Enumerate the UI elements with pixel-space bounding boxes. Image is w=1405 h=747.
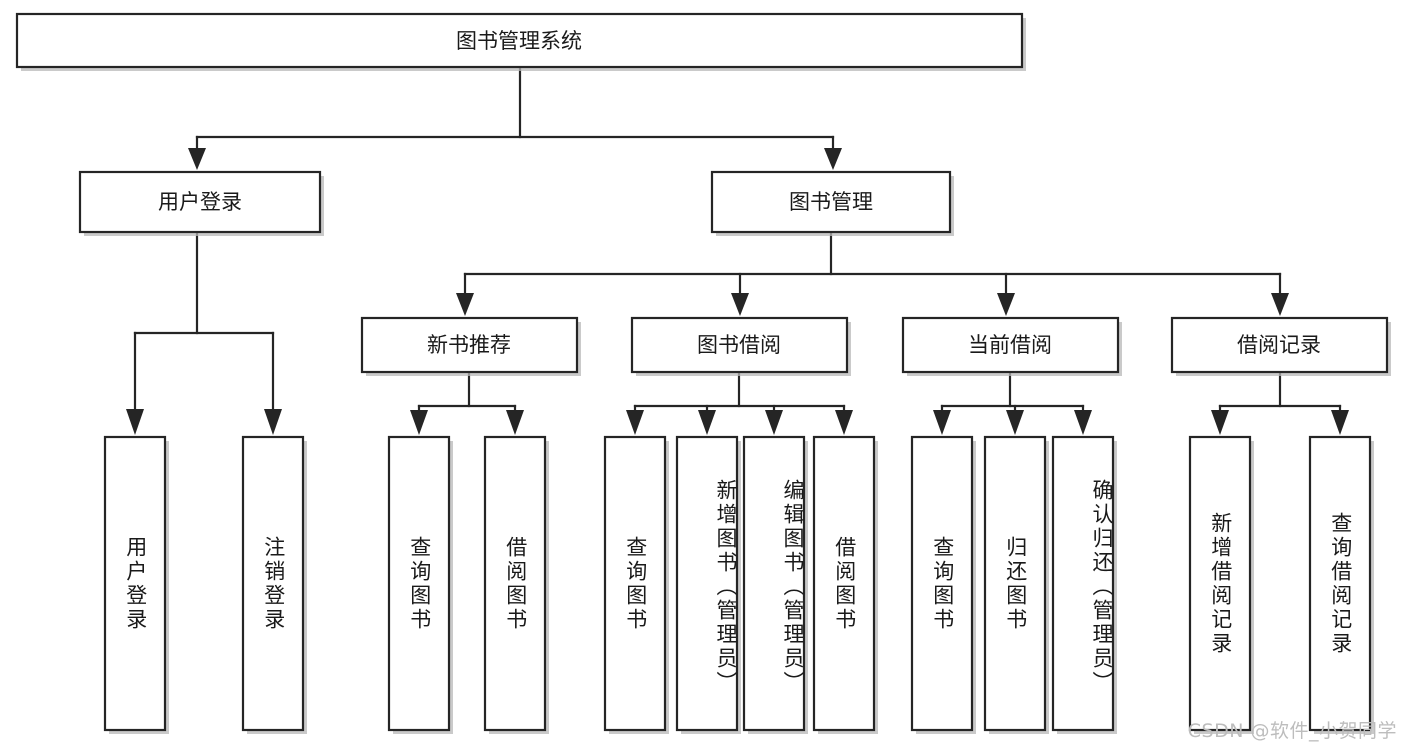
leaf-return-book-box[interactable] [983, 435, 1047, 732]
node-book-manage[interactable]: 图书管理 [710, 170, 954, 236]
arrow-to-edit-book [765, 410, 783, 435]
node-root-box [15, 12, 1024, 69]
connector-group [126, 65, 1349, 435]
arrow-to-query-book-1 [410, 410, 428, 435]
leaf-query-book-1-box[interactable] [387, 435, 451, 732]
leaf-add-record-box[interactable] [1188, 435, 1252, 732]
node-book-manage-box [710, 170, 952, 234]
arrow-to-current-borrow [997, 293, 1015, 316]
leaf-logout-box[interactable] [241, 435, 305, 732]
arrow-to-new-book-rec [456, 293, 474, 316]
node-current-borrow-box [901, 316, 1120, 374]
arrow-to-book-manage [824, 148, 842, 170]
node-user-login-label: 用户登录 [158, 190, 242, 214]
node-book-borrow-label: 图书借阅 [697, 333, 781, 357]
arrow-to-confirm-return [1074, 410, 1092, 435]
leaf-edit-book-box[interactable] [742, 435, 806, 732]
leaf-query-record-box[interactable] [1308, 435, 1372, 732]
arrow-to-add-record [1211, 410, 1229, 435]
node-user-login[interactable]: 用户登录 [78, 170, 324, 236]
node-root-label: 图书管理系统 [456, 29, 582, 53]
arrow-to-borrow-book-2 [835, 410, 853, 435]
leaf-user-login-box[interactable] [103, 435, 167, 732]
arrow-to-query-book-2 [626, 410, 644, 435]
arrow-to-user-login [188, 148, 206, 170]
node-current-borrow-label: 当前借阅 [968, 333, 1052, 357]
node-user-login-box [78, 170, 322, 234]
arrow-to-leaf-user-login [126, 409, 144, 435]
node-book-manage-label: 图书管理 [789, 190, 873, 214]
csdn-watermark: CSDN @软件_小贺同学 [1187, 720, 1397, 742]
node-root[interactable]: 图书管理系统 [15, 12, 1026, 71]
node-book-borrow-box [630, 316, 849, 374]
node-new-book-rec-box [360, 316, 579, 374]
arrow-to-add-book [698, 410, 716, 435]
arrow-to-leaf-logout [264, 409, 282, 435]
leaf-borrow-book-1-box[interactable] [483, 435, 547, 732]
node-current-borrow[interactable]: 当前借阅 [901, 316, 1122, 376]
leaf-query-book-2-box[interactable] [603, 435, 667, 732]
arrow-to-return-book [1006, 410, 1024, 435]
node-group: 图书管理系统 用户登录 图书管理 新书推荐 [15, 12, 1391, 734]
leaf-borrow-book-2-box[interactable] [812, 435, 876, 732]
arrow-to-query-record [1331, 410, 1349, 435]
leaf-confirm-return-box[interactable] [1051, 435, 1115, 732]
node-borrow-record-box [1170, 316, 1389, 374]
leaf-box-group [103, 435, 1374, 734]
leaf-query-book-3-box[interactable] [910, 435, 974, 732]
node-book-borrow[interactable]: 图书借阅 [630, 316, 851, 376]
arrow-to-query-book-3 [933, 410, 951, 435]
arrow-to-book-borrow [731, 293, 749, 316]
node-new-book-rec-label: 新书推荐 [427, 333, 511, 357]
node-borrow-record[interactable]: 借阅记录 [1170, 316, 1391, 376]
leaf-add-book-box[interactable] [675, 435, 739, 732]
arrow-to-borrow-record [1271, 293, 1289, 316]
node-new-book-rec[interactable]: 新书推荐 [360, 316, 581, 376]
node-borrow-record-label: 借阅记录 [1237, 333, 1321, 357]
arrow-to-borrow-book-1 [506, 410, 524, 435]
